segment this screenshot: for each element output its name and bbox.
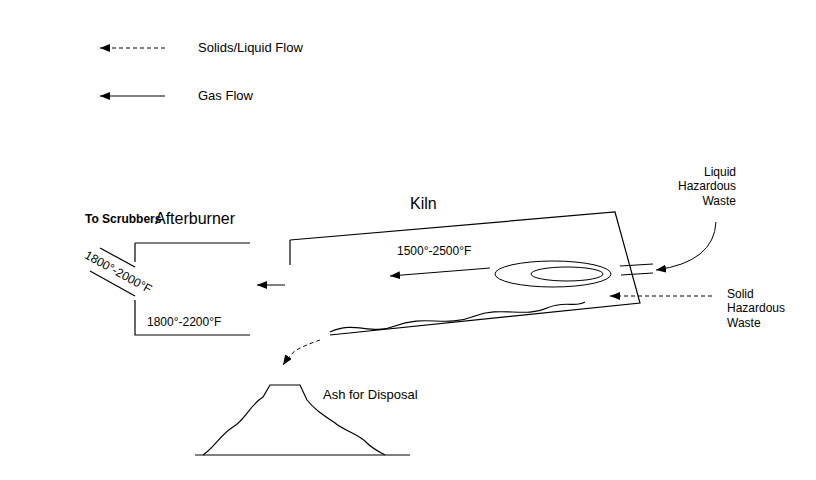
rotary-kiln: Kiln 1500°-2500°F xyxy=(285,190,655,340)
solid-feed-arrow xyxy=(610,296,712,297)
ash-pile: Ash for Disposal xyxy=(195,365,445,460)
gas-flow-arrow xyxy=(390,268,490,276)
legend-sample xyxy=(100,48,165,49)
outline-stroke xyxy=(620,264,653,266)
outline-stroke xyxy=(134,243,135,262)
node-heading: Kiln xyxy=(410,194,437,213)
shape-outline xyxy=(195,365,445,460)
outline-stroke xyxy=(195,454,410,455)
feed-label: Liquid Hazardous Waste xyxy=(661,165,736,208)
outline-stroke xyxy=(289,240,290,265)
node-heading: Ash for Disposal xyxy=(323,387,418,403)
shape-outline xyxy=(285,190,655,340)
outline-stroke xyxy=(330,302,585,332)
outline-stroke xyxy=(135,300,250,335)
gas-flow-connector xyxy=(257,285,285,286)
outline-stroke xyxy=(135,242,250,243)
legend-entry: Gas Flow xyxy=(198,88,253,104)
feed-label: Solid Hazardous Waste xyxy=(727,287,802,330)
liquid-feed-arrow xyxy=(656,222,716,270)
outline-stroke xyxy=(621,273,653,275)
solids-flow-connector xyxy=(283,340,320,365)
outline-stroke xyxy=(290,212,640,335)
burner-flame xyxy=(531,267,603,281)
legend-entry: Solids/Liquid Flow xyxy=(198,40,303,56)
outlet-label: To Scrubbers xyxy=(85,212,161,226)
legend-sample xyxy=(100,96,165,97)
node-text: 1500°-2500°F xyxy=(397,244,471,258)
node-text: 1800°-2200°F xyxy=(147,315,221,329)
burner-flame xyxy=(495,261,611,287)
